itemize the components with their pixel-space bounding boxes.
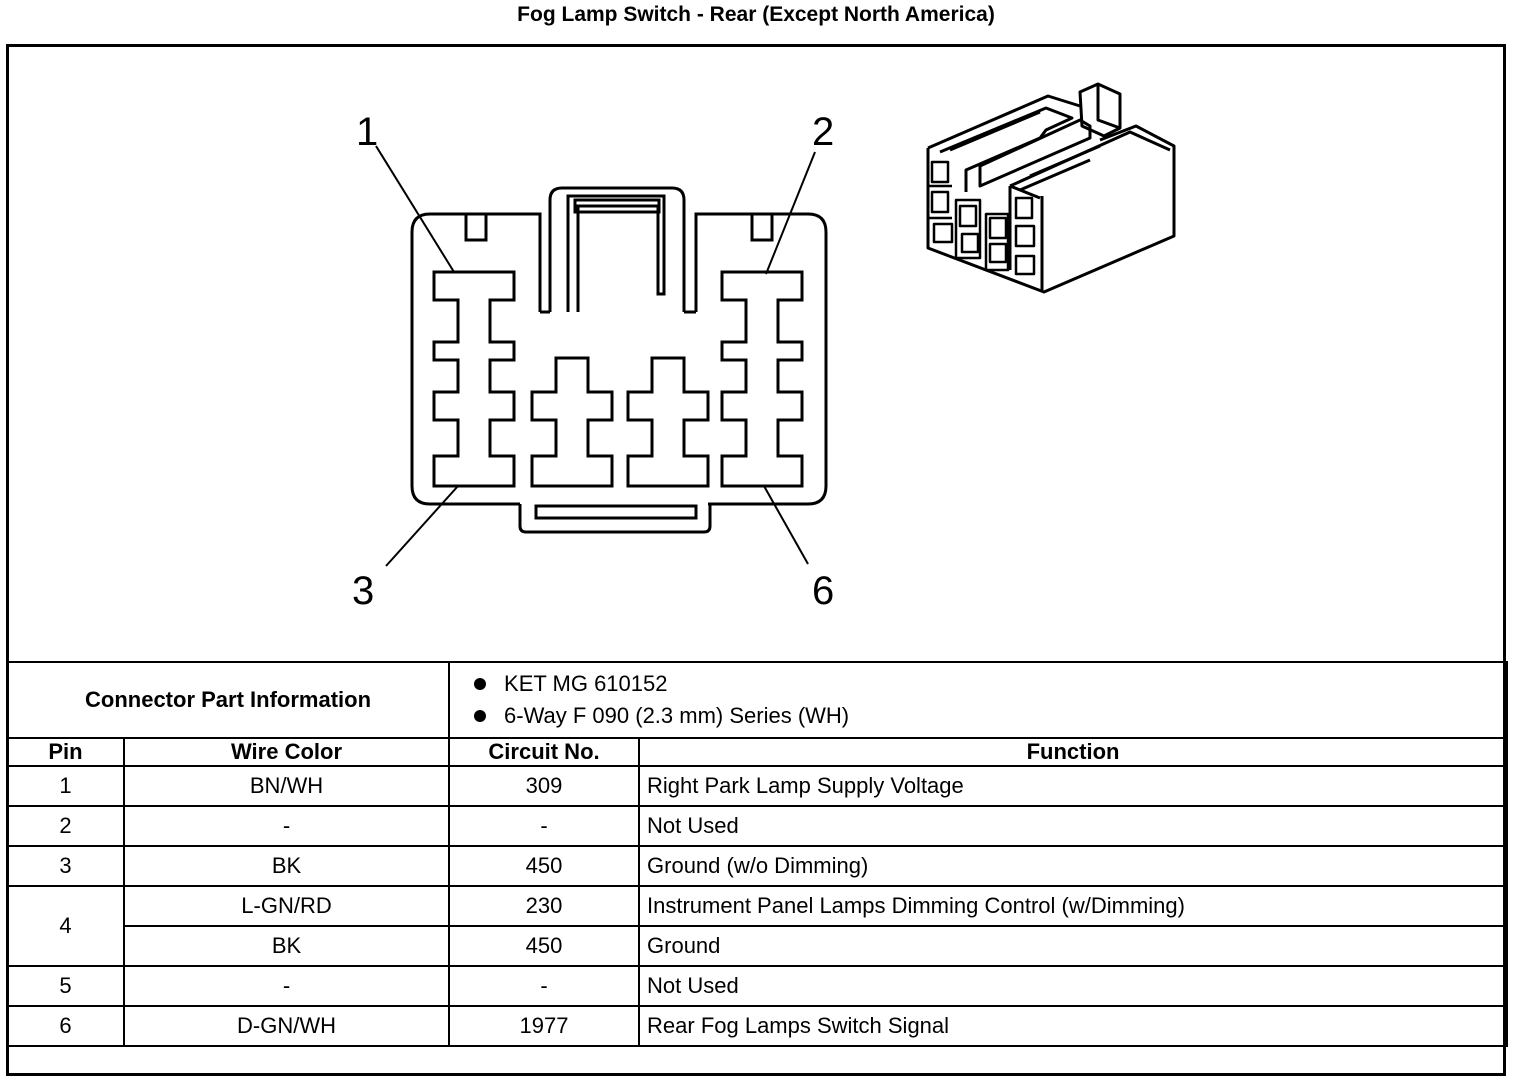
- connector-diagram: 1 2 3 6: [352, 82, 1176, 613]
- connector-part-info-label: Connector Part Information: [5, 661, 451, 739]
- diagram-frame: [6, 44, 1506, 1076]
- table-row: 6 D-GN/WH 1977 Rear Fog Lamps Switch Sig…: [6, 1005, 1509, 1047]
- table-row: 2 - - Not Used: [6, 805, 1509, 847]
- function-cell: Ground (w/o Dimming): [638, 845, 1509, 887]
- wire-color-cell: L-GN/RD: [122, 885, 451, 927]
- pin-cell: 3: [6, 845, 125, 887]
- header-circuit-no: Circuit No.: [448, 737, 641, 767]
- table-row: 4 L-GN/RD 230 Instrument Panel Lamps Dim…: [6, 885, 1509, 967]
- function-cell: Not Used: [638, 805, 1509, 847]
- circuit-cell: 450: [448, 925, 641, 967]
- pin-cell: 1: [6, 765, 125, 807]
- pin-cell: 6: [6, 1005, 125, 1047]
- circuit-cell: 1977: [448, 1005, 641, 1047]
- pin-callout-3: 3: [352, 569, 374, 613]
- pin-callout-2: 2: [812, 110, 834, 154]
- pin-callout-6: 6: [812, 569, 834, 613]
- terminal-cavity-left: [432, 270, 516, 488]
- header-function: Function: [638, 737, 1509, 767]
- pin-cell: 2: [6, 805, 125, 847]
- wire-color-cell: BK: [122, 845, 451, 887]
- connector-info-table: Connector Part Information KET MG 610152…: [5, 661, 1509, 1047]
- table-row: BK 450 Ground: [7, 925, 1509, 967]
- part-info-item: KET MG 610152: [472, 668, 1506, 700]
- terminal-cavity-right: [720, 270, 804, 488]
- wire-color-cell: BK: [122, 925, 451, 967]
- function-cell: Ground: [638, 925, 1509, 967]
- function-cell: Right Park Lamp Supply Voltage: [638, 765, 1509, 807]
- connector-part-info-row: Connector Part Information KET MG 610152…: [5, 661, 1509, 739]
- wire-color-cell: -: [122, 965, 451, 1007]
- connector-part-info-values: KET MG 610152 6-Way F 090 (2.3 mm) Serie…: [448, 661, 1509, 739]
- page-title: Fog Lamp Switch - Rear (Except North Ame…: [517, 3, 995, 26]
- header-pin: Pin: [6, 737, 125, 767]
- circuit-cell: -: [448, 965, 641, 1007]
- pin-cell: 5: [6, 965, 125, 1007]
- circuit-cell: 230: [448, 885, 641, 927]
- latch-bottom: [518, 504, 712, 534]
- function-cell: Not Used: [638, 965, 1509, 1007]
- terminal-cavity-mid-left: [530, 356, 614, 488]
- circuit-cell: -: [448, 805, 641, 847]
- table-row: 5 - - Not Used: [6, 965, 1509, 1007]
- circuit-cell: 450: [448, 845, 641, 887]
- wire-color-cell: D-GN/WH: [122, 1005, 451, 1047]
- latch-top: [566, 194, 666, 312]
- table-row: 1 BN/WH 309 Right Park Lamp Supply Volta…: [6, 765, 1509, 807]
- wire-color-cell: -: [122, 805, 451, 847]
- table-header-row: Pin Wire Color Circuit No. Function: [6, 737, 1509, 767]
- connector-3d-illustration: [926, 82, 1176, 294]
- table-row: 3 BK 450 Ground (w/o Dimming): [6, 845, 1509, 887]
- header-wire-color: Wire Color: [122, 737, 451, 767]
- wire-color-cell: BN/WH: [122, 765, 451, 807]
- part-info-item: 6-Way F 090 (2.3 mm) Series (WH): [472, 700, 1506, 732]
- function-cell: Instrument Panel Lamps Dimming Control (…: [638, 885, 1509, 927]
- pin-cell: 4: [6, 885, 125, 967]
- pin-callout-1: 1: [356, 110, 378, 154]
- function-cell: Rear Fog Lamps Switch Signal: [638, 1005, 1509, 1047]
- circuit-cell: 309: [448, 765, 641, 807]
- terminal-cavity-mid-right: [626, 356, 710, 488]
- connector-body-outline: [410, 212, 542, 506]
